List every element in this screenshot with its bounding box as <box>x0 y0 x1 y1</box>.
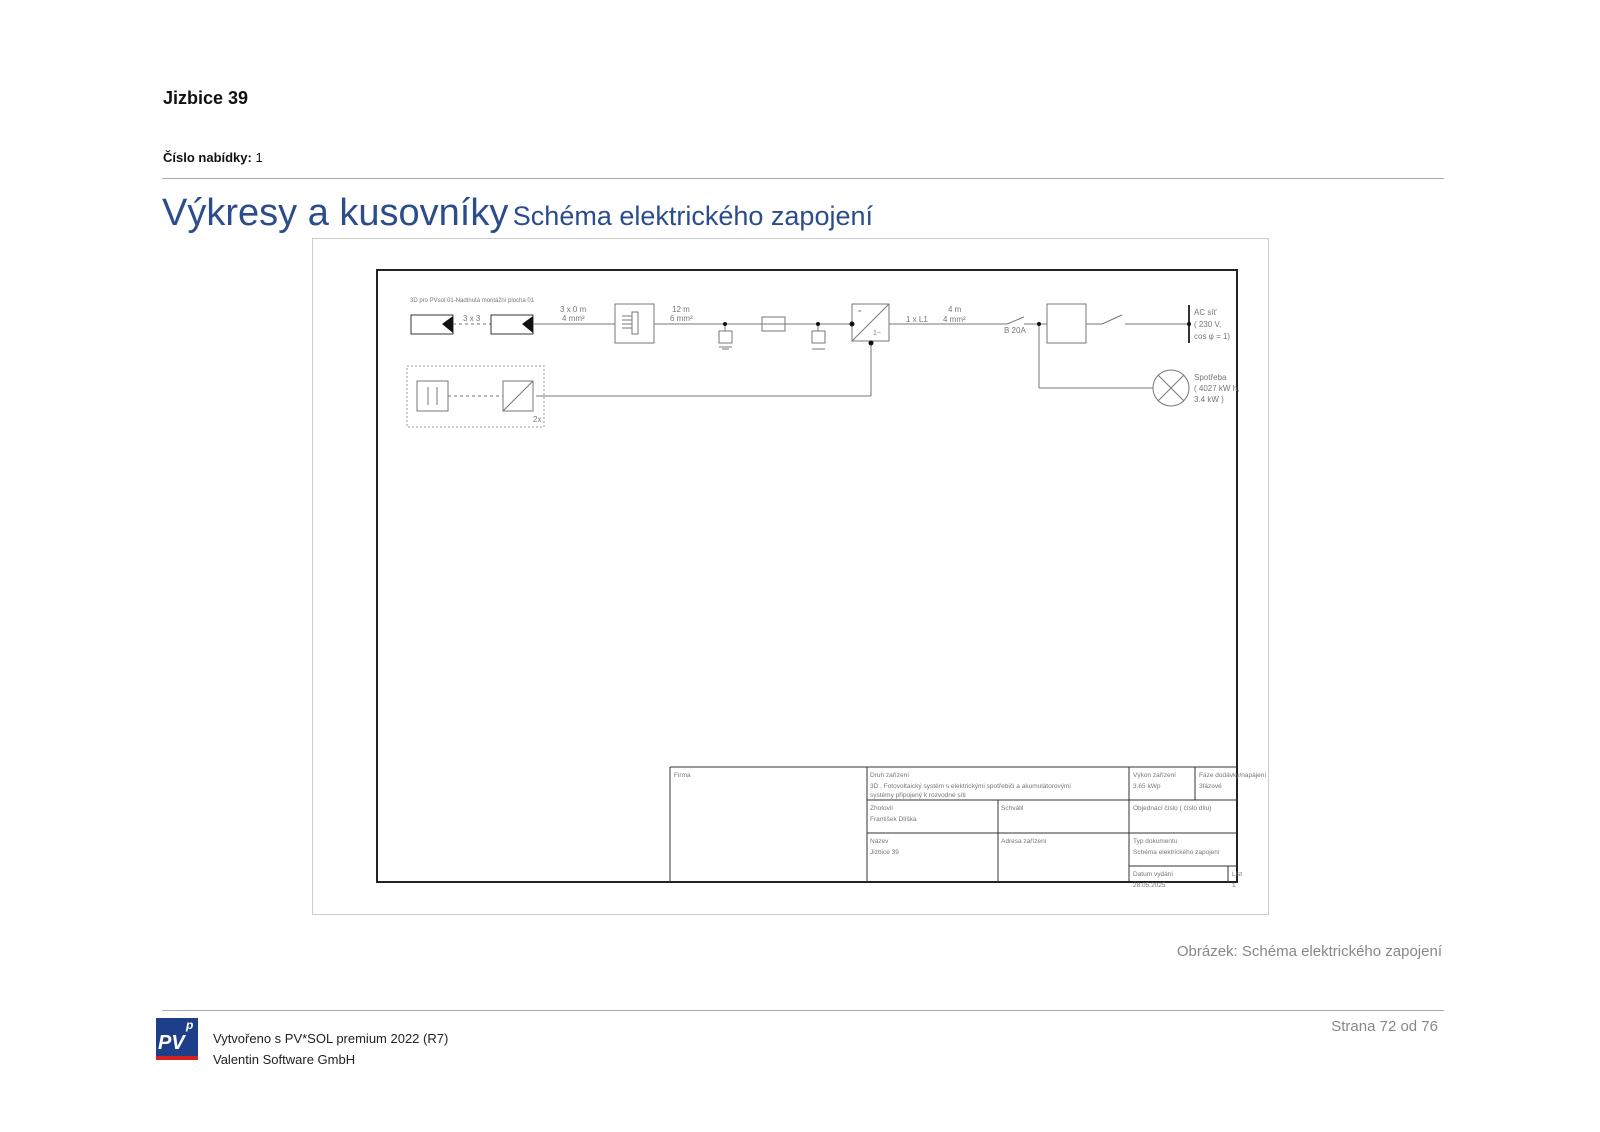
inverter-ac-label: 1~ <box>873 330 881 337</box>
cable2-section: 6 mm² <box>670 314 693 323</box>
fuse-icon <box>761 316 786 332</box>
tb-faze: 3fázové <box>1199 783 1222 790</box>
load-power: 3.4 kW ) <box>1194 395 1224 404</box>
tb-datum: 28.05.2025 <box>1133 882 1166 889</box>
header-divider <box>162 178 1444 179</box>
combiner-box-icon <box>614 303 655 344</box>
tb-vykon: 3.65 kWp <box>1133 783 1161 790</box>
tb-zhotovil: František Dlíška <box>870 816 917 823</box>
surge-protector-icon <box>811 330 826 344</box>
cable3-length: 4 m <box>948 305 962 314</box>
tb-nazev: Jizbice 39 <box>870 849 899 856</box>
page-number: Strana 72 od 76 <box>1331 1018 1438 1035</box>
project-name: Jizbice 39 <box>163 88 249 108</box>
section-title-main: Výkresy a kusovníky <box>162 192 509 234</box>
section-subtitle: Schéma elektrického zapojení <box>512 201 873 231</box>
footer-software: Vytvořeno s PV*SOL premium 2022 (R7) <box>213 1031 449 1046</box>
tb-schvalil-label: Schválil <box>1001 805 1024 812</box>
load-energy: ( 4027 kW h, <box>1194 384 1239 393</box>
breaker-icon <box>1006 316 1025 325</box>
battery-group <box>406 365 545 428</box>
tb-typ-label: Typ dokumentu <box>1133 838 1178 845</box>
section-title: Výkresy a kusovníky Schéma elektrického … <box>162 192 873 235</box>
cable3-section: 4 mm² <box>943 315 966 324</box>
tb-datum-label: Datum vydání <box>1133 871 1173 878</box>
battery-count: 2x <box>533 415 541 424</box>
tb-list: 1 <box>1232 882 1236 889</box>
cable2-length: 12 m <box>672 305 690 314</box>
drawing-border <box>376 269 1238 883</box>
offer-number: Číslo nabídky: 1 <box>163 150 263 165</box>
offer-value: 1 <box>255 150 263 165</box>
tb-zhotovil-label: Zhotovil <box>870 805 893 812</box>
grid-voltage: ( 230 V, <box>1194 320 1221 329</box>
load-lamp-icon <box>1152 369 1190 407</box>
array-label: 3D pro PVsol 01-Nadtnutá montážní plocha… <box>410 298 535 304</box>
inverter-dc-label: = <box>858 309 862 315</box>
offer-label: Číslo nabídky: <box>163 150 252 165</box>
surge-protector-icon <box>718 330 733 344</box>
tb-faze-label: Fáze dodávky/napájení <box>1199 772 1266 779</box>
tb-adresa-label: Adresa zařízení <box>1001 838 1047 845</box>
tb-obj-label: Objednací číslo ( číslo dílu) <box>1133 805 1211 812</box>
meter-icon <box>1046 303 1087 344</box>
footer-divider <box>162 1010 1444 1011</box>
tb-list-label: List <box>1232 871 1242 878</box>
tb-druh-2: systémy připojený k rozvodné síti <box>870 792 966 799</box>
tb-druh-1: 3D , Fotovoltaický systém s elektrickými… <box>870 783 1071 790</box>
tb-vykon-label: Výkon zařízení <box>1133 772 1176 779</box>
cable1-length: 3 x 0 m <box>560 305 587 314</box>
cable3-phase: 1 x L1 <box>906 315 928 324</box>
tb-firma: Firma <box>674 772 691 779</box>
grid-switch-icon <box>1101 314 1123 325</box>
figure-frame <box>312 238 1269 915</box>
load-label: Spotřeba <box>1194 373 1227 382</box>
pvsol-logo: PV p <box>156 1018 198 1060</box>
grid-cosphi: cos φ = 1) <box>1194 332 1230 341</box>
tb-nazev-label: Název <box>870 838 889 845</box>
footer-credits: Vytvořeno s PV*SOL premium 2022 (R7) Val… <box>213 1028 448 1070</box>
module-count: 3 x 3 <box>463 314 481 323</box>
footer-company: Valentin Software GmbH <box>213 1052 356 1067</box>
figure-caption: Obrázek: Schéma elektrického zapojení <box>1176 943 1442 960</box>
tb-typ: Schéma elektrického zapojení <box>1133 849 1220 856</box>
breaker-label: B 20A <box>1004 326 1026 335</box>
tb-druh-label: Druh zařízení <box>870 772 909 779</box>
grid-label: AC síť <box>1194 308 1218 317</box>
cable1-section: 4 mm² <box>562 314 585 323</box>
battery-inverter-icon <box>502 380 534 412</box>
battery-icon <box>416 380 449 412</box>
